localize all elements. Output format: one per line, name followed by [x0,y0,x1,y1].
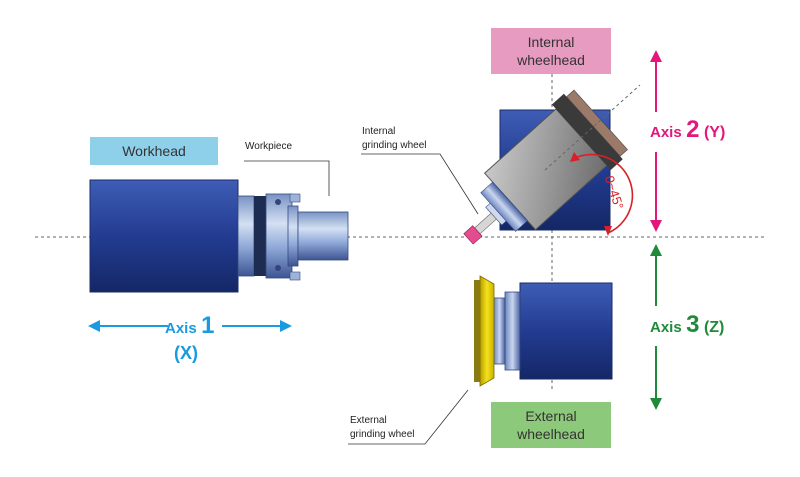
internal-grinding-wheel-line1: Internal [362,126,396,137]
workpiece-shape [297,211,349,261]
internal-wheelhead-line2: wheelhead [517,52,585,68]
external-grinding-wheel-line1: External [350,415,387,426]
internal-grinding-wheel-shape [463,225,483,245]
axis2-arrow [650,50,662,232]
leader-lines [244,153,479,445]
internal-grinding-wheel-line2: grinding wheel [362,140,427,151]
external-wheelhead-line1: External [525,408,577,424]
axis1-number: 1 [201,312,215,339]
axis3-prefix: Axis [650,319,682,336]
axis2-letter: (Y) [703,124,726,141]
axis2-prefix: Axis [650,124,682,141]
axis2-number: 2 [686,116,700,143]
external-grinding-wheel-label: External grinding wheel [350,414,415,442]
workpiece-label: Workpiece [245,141,293,152]
workhead-label: Workhead [90,137,218,165]
workhead-text: Workhead [122,143,186,159]
internal-wheelhead-body [463,84,641,245]
internal-grinding-wheel-label: Internal grinding wheel [362,125,427,153]
workhead-body [89,179,349,293]
axis1-prefix: Axis [165,320,197,337]
internal-wheelhead-label: Internal wheelhead [491,28,611,74]
external-grinding-wheel-shape [479,275,495,387]
external-wheelhead-body [474,275,613,387]
external-wheelhead-line2: wheelhead [517,426,585,442]
axis2-label: Axis 2 (Y) [650,116,725,144]
axis3-number: 3 [686,311,700,338]
axis1-letter: (X) [174,343,198,363]
external-wheelhead-label: External wheelhead [491,402,611,448]
external-grinding-wheel-line2: grinding wheel [350,429,415,440]
axis3-arrow [650,244,662,410]
axis3-label: Axis 3 (Z) [650,311,724,339]
axis3-letter: (Z) [703,319,725,336]
axis1-label: Axis 1 [165,312,215,340]
angle-arc [574,153,634,234]
internal-wheelhead-line1: Internal [527,34,575,50]
axis1-arrow [88,320,292,332]
